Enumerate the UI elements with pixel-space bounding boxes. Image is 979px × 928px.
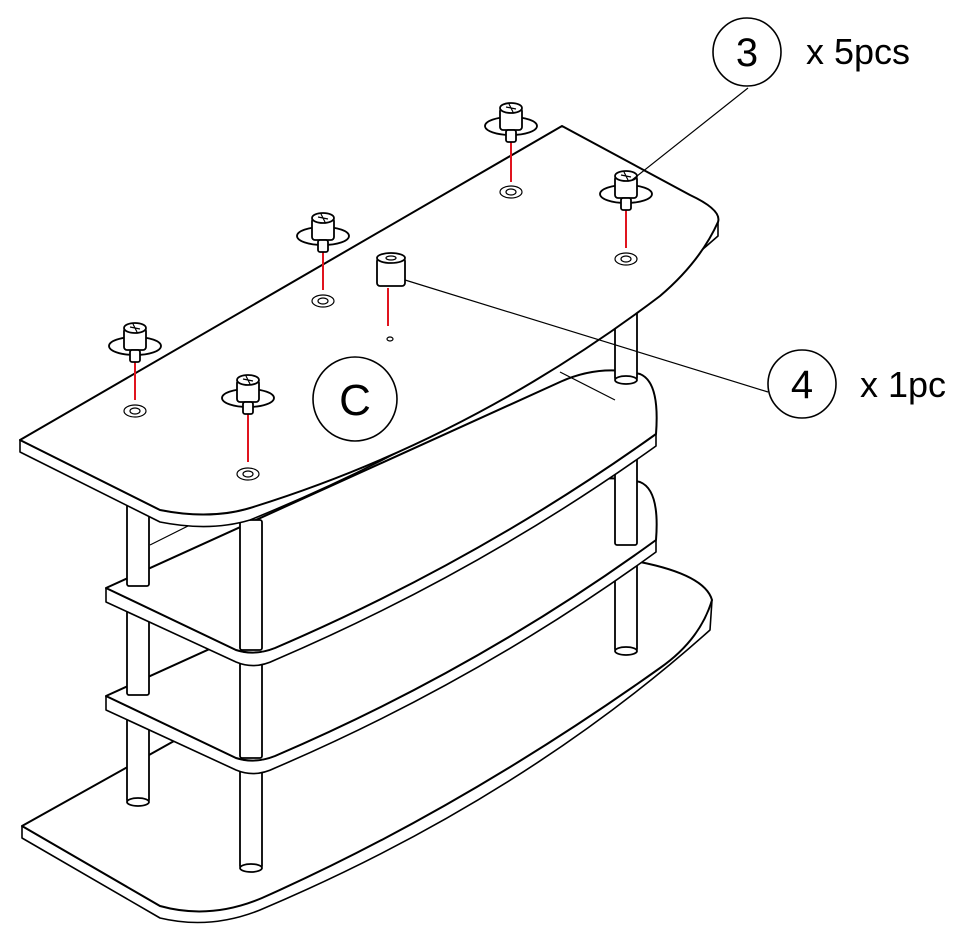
leader-lines (404, 87, 769, 393)
step-label: C (339, 376, 371, 425)
callout-number: 4 (791, 363, 813, 407)
front-post-bottom (239, 769, 263, 873)
screw-icon (296, 212, 350, 253)
top-shelf-holes (123, 185, 638, 481)
front-post-upper (239, 519, 263, 651)
guide-lines (134, 140, 627, 462)
screw-icon (108, 322, 162, 363)
callout-part-4: 4 x 1pc (767, 349, 946, 419)
callout-number: 3 (736, 31, 758, 75)
callout-part-3: 3 x 5pcs (712, 17, 910, 87)
screw-icon (221, 374, 275, 415)
screws (108, 102, 653, 415)
top-shelf (19, 125, 720, 528)
screw-icon (484, 102, 538, 143)
step-badge: C (312, 356, 398, 442)
front-post-middle (239, 661, 263, 759)
screw-icon (599, 170, 653, 211)
callout-quantity: x 1pc (860, 364, 946, 405)
callout-quantity: x 5pcs (806, 31, 910, 72)
post-connector-icon (376, 252, 406, 287)
